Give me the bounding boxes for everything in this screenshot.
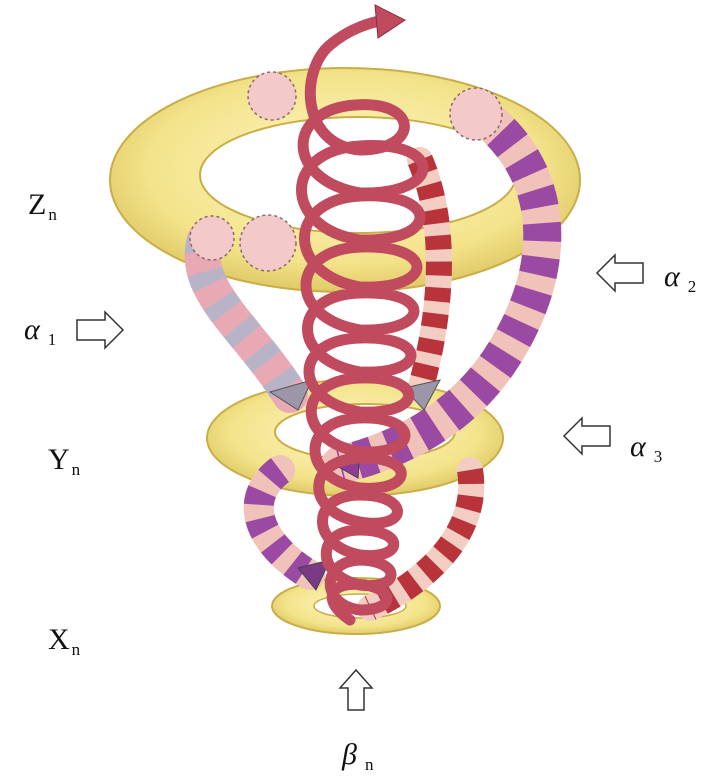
alpha3-arrow — [564, 418, 610, 454]
label-beta-main: β — [342, 738, 357, 771]
alpha2-arrow — [597, 255, 643, 291]
label-alpha3-main: α — [630, 430, 646, 463]
label-xn-main: X — [48, 623, 70, 656]
label-zn-main: Z — [28, 188, 46, 221]
label-alpha3-sub: 3 — [654, 447, 663, 466]
label-alpha2-main: α — [664, 260, 680, 293]
label-zn-sub: n — [48, 205, 57, 224]
alpha1-arrow — [77, 312, 123, 348]
tube-cap-top-front — [240, 215, 296, 271]
label-xn-sub: n — [72, 640, 81, 659]
label-yn-sub: n — [72, 460, 81, 479]
label-yn-main: Y — [48, 443, 70, 476]
beta-arrow — [340, 670, 372, 710]
tube-cap-top-left — [248, 72, 296, 120]
label-alpha2-sub: 2 — [688, 277, 697, 296]
label-beta-sub: n — [365, 755, 374, 774]
label-alpha1-main: α — [24, 313, 40, 346]
label-alpha1-sub: 1 — [48, 330, 57, 349]
